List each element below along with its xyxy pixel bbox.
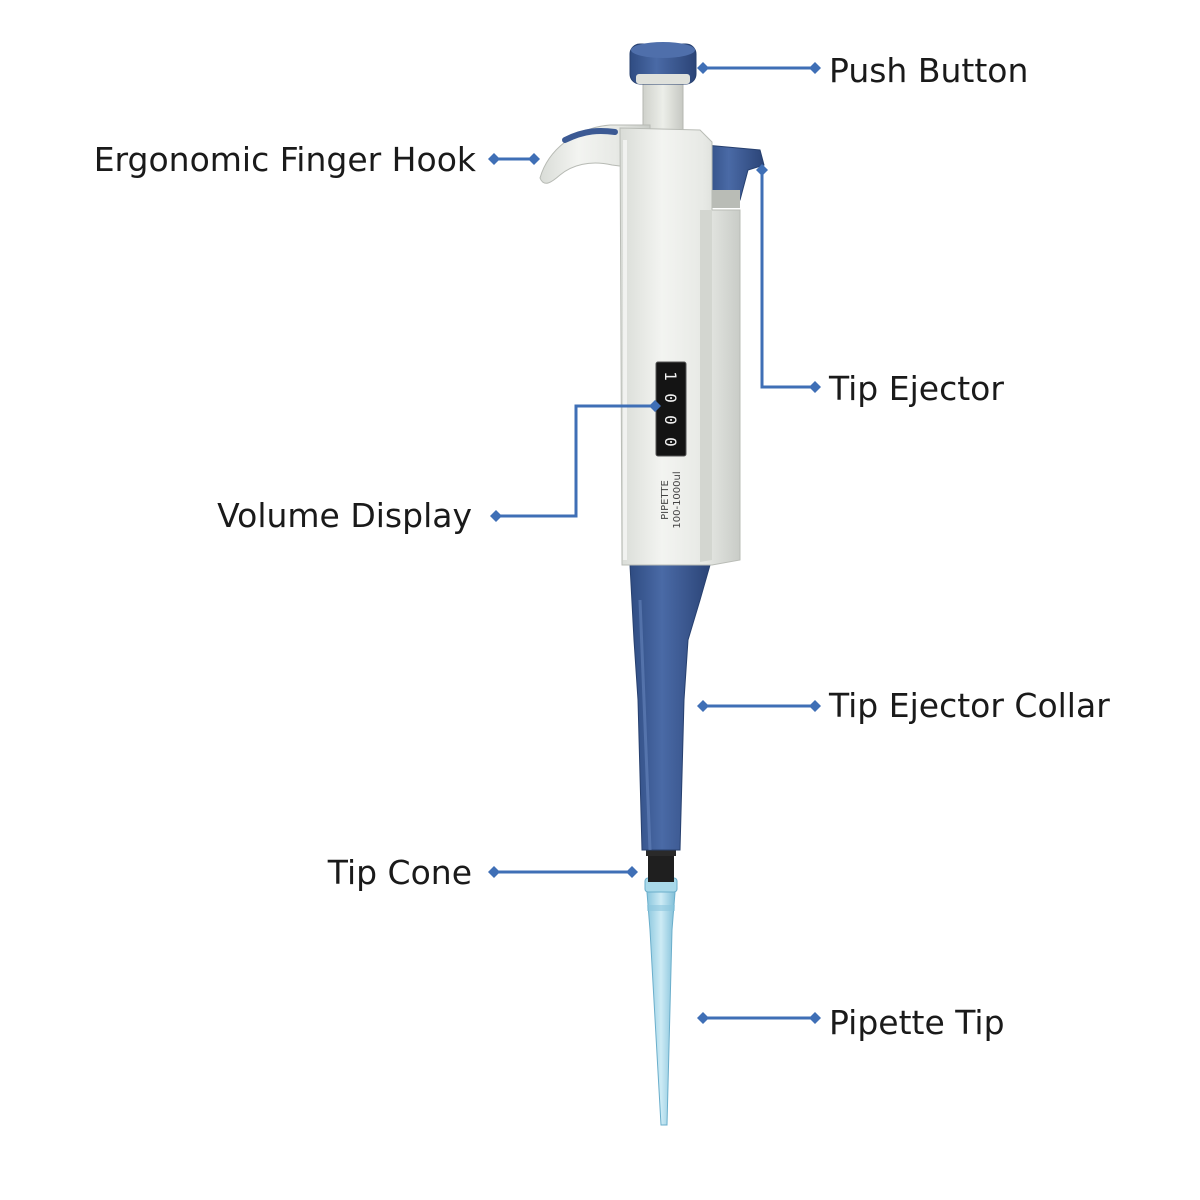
label-volume-display: Volume Display — [217, 496, 472, 535]
tip-ejector-collar — [629, 564, 711, 851]
label-tip-ejector: Tip Ejector — [829, 369, 1004, 408]
range-print: 100-1000ul — [672, 471, 683, 528]
leader-lines — [494, 66, 815, 1020]
pipette-tip — [644, 877, 678, 1126]
volume-digit: 0 — [661, 415, 680, 425]
leader-volume-display — [496, 404, 655, 518]
tip-cone — [646, 848, 676, 882]
pipette-body — [619, 127, 741, 566]
volume-digit: 0 — [661, 393, 680, 403]
label-finger-hook: Ergonomic Finger Hook — [93, 140, 476, 179]
leader-diamonds — [488, 62, 821, 1024]
label-pipette-tip: Pipette Tip — [829, 1003, 1005, 1042]
model-print: PIPETTE 100-1000ul — [660, 471, 683, 528]
volume-display: 1 0 0 0 — [655, 361, 687, 457]
brand-print: PIPETTE — [660, 480, 671, 520]
label-tip-ejector-collar: Tip Ejector Collar — [829, 686, 1110, 725]
label-push-button: Push Button — [829, 51, 1029, 90]
volume-digit: 0 — [661, 437, 680, 447]
pipette: 1 0 0 0 PIPETTE 100-1000ul — [539, 42, 765, 1126]
label-tip-cone: Tip Cone — [327, 853, 472, 892]
volume-digit: 1 — [661, 371, 680, 381]
leader-tip-ejector — [760, 170, 815, 389]
tip-ejector — [704, 144, 765, 208]
push-button — [629, 42, 697, 85]
